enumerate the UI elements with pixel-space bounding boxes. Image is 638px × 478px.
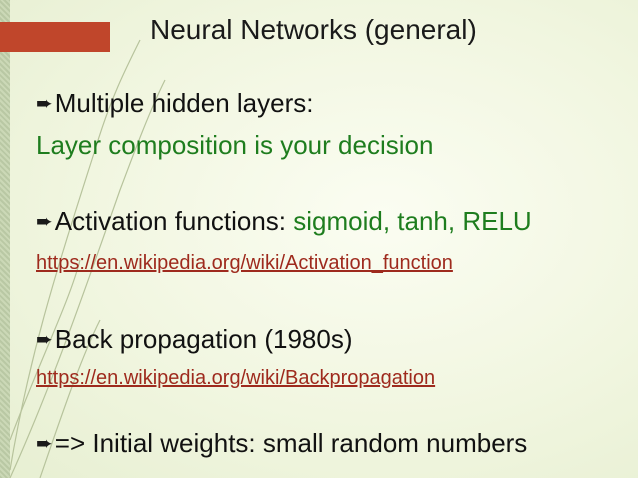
bullet-hidden-layers: ➨Multiple hidden layers:: [36, 88, 314, 118]
arrow-bullet-icon: ➨: [36, 329, 53, 351]
arrow-bullet-icon: ➨: [36, 93, 53, 115]
activation-function-link[interactable]: https://en.wikipedia.org/wiki/Activation…: [36, 252, 453, 274]
layer-composition-note: Layer composition is your decision: [36, 130, 434, 160]
bullet-initial-weights: ➨=> Initial weights: small random number…: [36, 428, 528, 458]
activation-function-list: sigmoid, tanh, RELU: [293, 206, 532, 236]
left-decorative-band: [0, 0, 10, 478]
bullet-back-propagation: ➨Back propagation (1980s): [36, 324, 353, 354]
title-accent-bar: [0, 22, 110, 52]
slide-title: Neural Networks (general): [150, 14, 477, 45]
bullet-activation-functions: ➨Activation functions: sigmoid, tanh, RE…: [36, 206, 532, 236]
arrow-bullet-icon: ➨: [36, 433, 53, 455]
backpropagation-link[interactable]: https://en.wikipedia.org/wiki/Backpropag…: [36, 367, 436, 389]
arrow-bullet-icon: ➨: [36, 211, 53, 233]
